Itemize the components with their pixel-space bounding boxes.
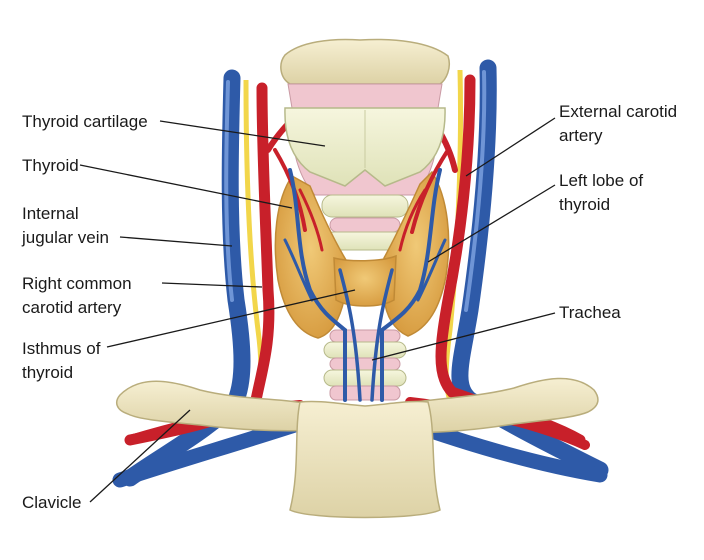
inferior-thyroid-vein-1 [338, 268, 362, 402]
thyroid-vein-branch-1 [283, 238, 314, 302]
hyoid-bone [280, 38, 451, 85]
trachea-membrane-4 [329, 385, 401, 401]
label-external-carotid-line2: artery [559, 126, 603, 145]
right-internal-jugular-vein [121, 69, 251, 487]
label-isthmus-line2: thyroid [22, 363, 73, 382]
manubrium [289, 400, 441, 519]
thyrohyoid-membrane [287, 83, 443, 109]
label-left-lobe-line1: Left lobe of [559, 171, 643, 190]
leader-thyroid-cartilage [159, 120, 326, 147]
trachea-ring-2 [323, 341, 407, 359]
thyroid-cartilage [284, 83, 446, 196]
leader-right-common-carotid [161, 282, 263, 288]
label-external-carotid-line1: External carotid [559, 102, 677, 121]
vein-highlight [224, 80, 234, 302]
leader-internal-jugular [119, 236, 233, 247]
label-right-common-carotid-line1: Right common [22, 274, 132, 293]
trachea-ring-3 [323, 369, 407, 387]
leader-trachea [371, 312, 556, 361]
vein-highlight-2 [464, 70, 487, 312]
trachea-membrane-3 [329, 357, 401, 371]
label-internal-jugular-line1: Internal [22, 204, 79, 223]
thyroid-vein-left [380, 168, 442, 402]
clavicle-and-sternum [115, 377, 599, 519]
leader-lines [79, 117, 556, 503]
label-left-lobe-line2: thyroid [559, 195, 610, 214]
labels-right: External carotid artery Left lobe of thy… [559, 102, 677, 322]
left-internal-jugular-vein [451, 59, 609, 479]
superior-thyroid-artery-left [410, 148, 450, 234]
cricoid-cartilage [321, 194, 409, 218]
labels-left: Thyroid cartilage Thyroid Internal jugul… [21, 112, 148, 512]
leader-isthmus [106, 289, 356, 348]
right-lobe [274, 175, 347, 339]
thyroid-artery-branch-2 [398, 188, 427, 252]
thyroid-vein-branch-2 [416, 238, 447, 302]
leader-clavicle [89, 409, 191, 503]
leader-external-carotid [465, 117, 556, 177]
trachea-membrane-1 [329, 217, 401, 233]
thyroid-artery-branch-1 [298, 188, 324, 252]
thyroid-vessels [273, 148, 450, 402]
right-clavicle [115, 380, 319, 432]
inferior-thyroid-vein-2 [370, 268, 394, 402]
label-right-common-carotid-line2: carotid artery [22, 298, 122, 317]
label-isthmus-line1: Isthmus of [22, 339, 101, 358]
label-internal-jugular-line2: jugular vein [21, 228, 109, 247]
thyroid-vein-right [288, 168, 347, 402]
label-trachea: Trachea [559, 303, 621, 322]
label-thyroid-cartilage: Thyroid cartilage [22, 112, 148, 131]
leader-thyroid [79, 164, 293, 209]
label-thyroid: Thyroid [22, 156, 79, 175]
label-clavicle: Clavicle [22, 493, 82, 512]
leader-left-lobe [427, 184, 556, 263]
trachea-membrane-2 [329, 329, 401, 343]
